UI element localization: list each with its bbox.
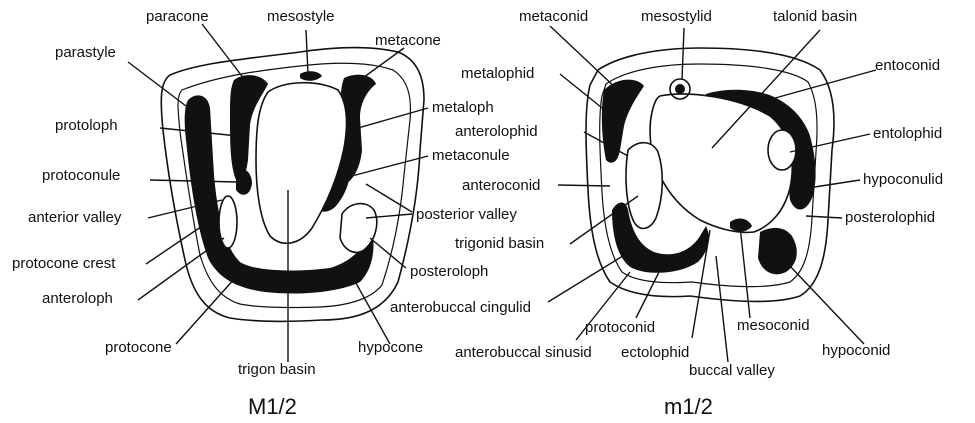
label-hypoconid: hypoconid [822, 342, 890, 359]
label-hypocone: hypocone [358, 339, 423, 356]
label-anteroloph: anteroloph [42, 290, 113, 307]
label-protoloph: protoloph [55, 117, 118, 134]
label-anteroconid: anteroconid [462, 177, 540, 194]
leader-hypoconulid [808, 180, 860, 188]
label-parastyle: parastyle [55, 44, 116, 61]
label-posteroloph: posteroloph [410, 263, 488, 280]
label-entolophid: entolophid [873, 125, 942, 142]
leader-parastyle [128, 62, 186, 106]
label-anterior-valley: anterior valley [28, 209, 122, 226]
leader-protoconule [150, 180, 238, 182]
label-metacone: metacone [375, 32, 441, 49]
label-metalophid: metalophid [461, 65, 534, 82]
label-hypoconulid: hypoconulid [863, 171, 943, 188]
caption-lower-molar: m1/2 [664, 394, 713, 419]
label-posterolophid: posterolophid [845, 209, 935, 226]
leader-entoconid [768, 70, 876, 100]
leader-buccal-valley [716, 256, 728, 362]
label-entoconid: entoconid [875, 57, 940, 74]
label-trigonid-basin: trigonid basin [455, 235, 544, 252]
label-trigon-basin: trigon basin [238, 361, 316, 378]
leader-anteroconid [558, 185, 610, 186]
leader-anterobuccal-cingulid [548, 254, 626, 302]
label-buccal-valley: buccal valley [689, 362, 775, 379]
label-talonid-basin: talonid basin [773, 8, 857, 25]
lower-trigonid-basin [626, 143, 662, 229]
upper-mesostyle-dot [300, 71, 322, 81]
label-protocone-crest: protocone crest [12, 255, 116, 272]
label-mesostylid: mesostylid [641, 8, 712, 25]
label-mesoconid: mesoconid [737, 317, 810, 334]
leader-anteroloph [138, 238, 224, 300]
label-protoconule: protoconule [42, 167, 120, 184]
label-metaconule: metaconule [432, 147, 510, 164]
label-protoconid: protoconid [585, 319, 655, 336]
leader-metaloph [358, 108, 428, 128]
label-ectolophid: ectolophid [621, 344, 689, 361]
label-anterolophid: anterolophid [455, 123, 538, 140]
leader-posterolophid [806, 216, 842, 218]
upper-protoconule [236, 169, 252, 195]
upper-molar-drawing [161, 48, 424, 322]
upper-trigon-basin [256, 83, 346, 244]
lower-molar-drawing [586, 48, 834, 301]
label-protocone: protocone [105, 339, 172, 356]
caption-upper-molar: M1/2 [248, 394, 297, 419]
label-paracone: paracone [146, 8, 209, 25]
leader-hypocone [352, 276, 390, 344]
leader-mesoconid [740, 226, 750, 318]
lower-mesostylid-dot [675, 84, 685, 94]
label-anterobuccal-cingulid: anterobuccal cingulid [390, 299, 531, 316]
label-metaloph: metaloph [432, 99, 494, 116]
leader-mesostyle [306, 30, 308, 74]
label-posterior-valley: posterior valley [416, 206, 517, 223]
lower-entolophid-loop [768, 130, 796, 170]
leader-mesostylid [682, 28, 684, 80]
label-metaconid: metaconid [519, 8, 588, 25]
label-anterobuccal-sinusid: anterobuccal sinusid [455, 344, 592, 361]
leader-metaconid [550, 26, 618, 90]
leader-paracone [202, 24, 248, 84]
label-mesostyle: mesostyle [267, 8, 335, 25]
